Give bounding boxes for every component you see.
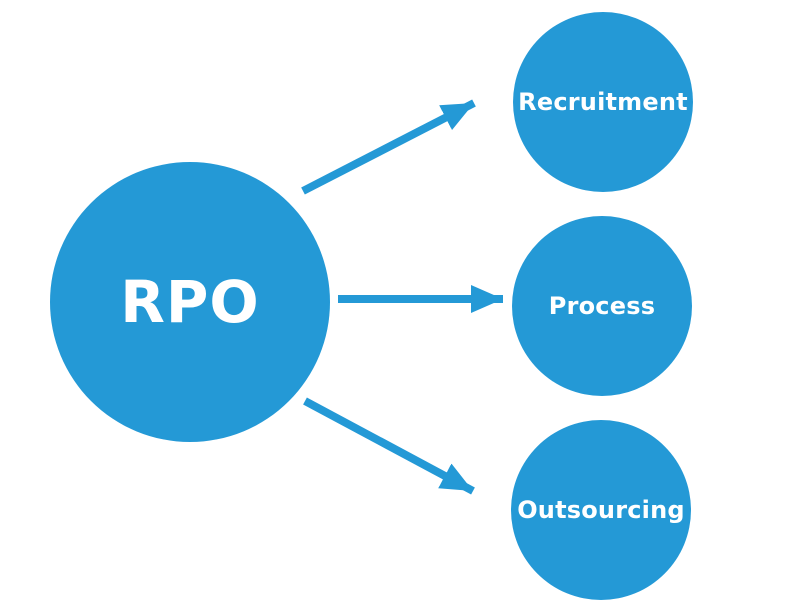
branch-node-label: Recruitment: [518, 88, 688, 116]
center-node-rpo: RPO: [50, 162, 330, 442]
center-node-label: RPO: [120, 268, 260, 336]
branch-node-recruitment: Recruitment: [513, 12, 693, 192]
arrow-to-recruitment: [301, 99, 476, 195]
branch-node-outsourcing: Outsourcing: [511, 420, 691, 600]
arrow-to-outsourcing: [303, 397, 475, 495]
branch-node-process: Process: [512, 216, 692, 396]
branch-node-label: Outsourcing: [517, 496, 685, 524]
branch-node-label: Process: [548, 292, 656, 320]
